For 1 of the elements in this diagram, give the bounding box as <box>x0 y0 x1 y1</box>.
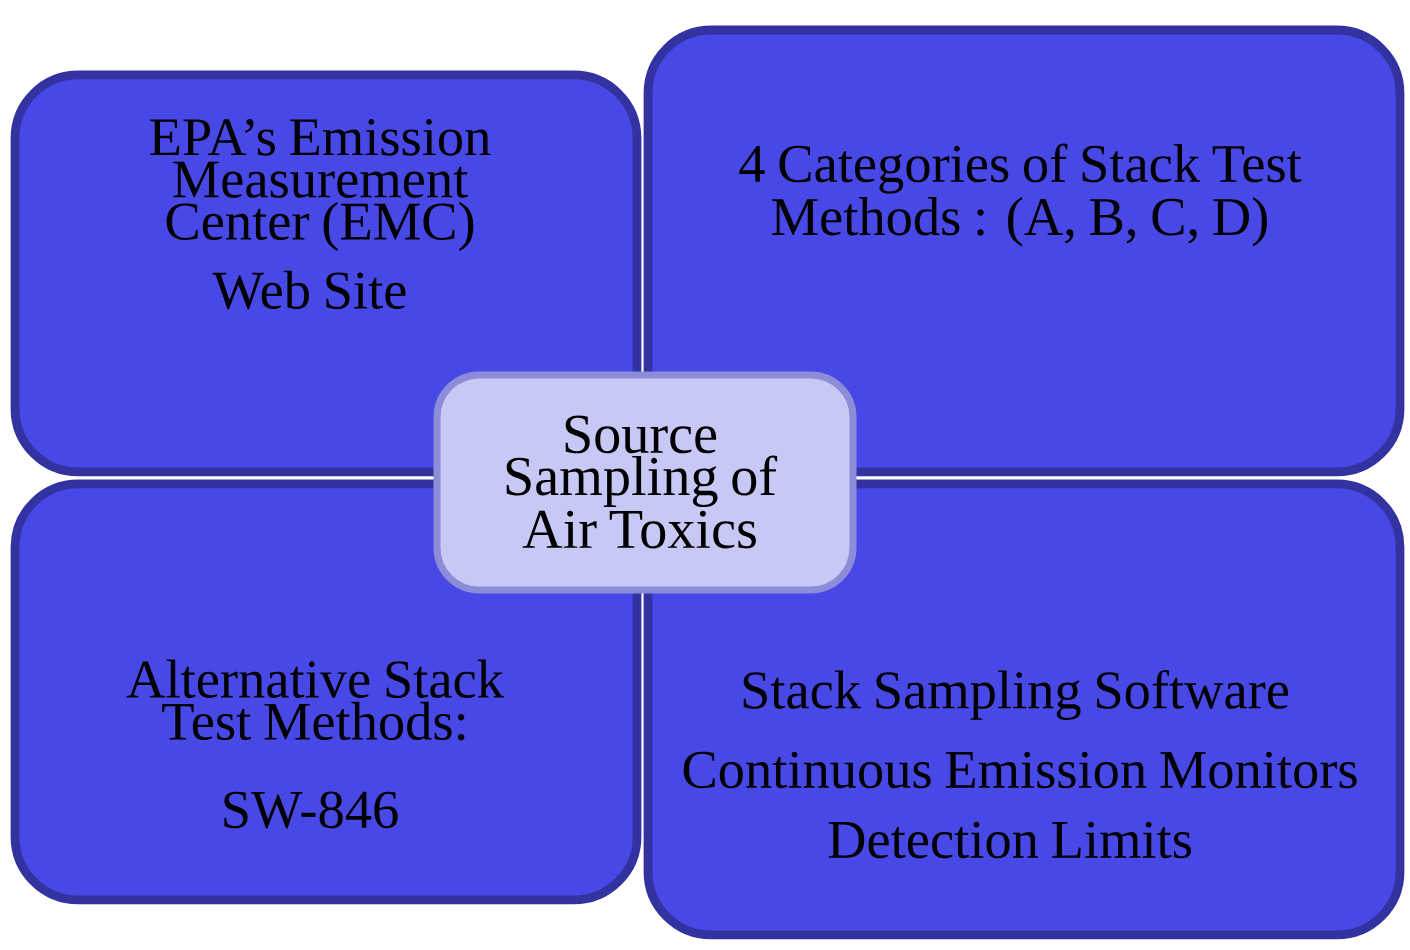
center-box: Source Sampling of Air Toxics <box>433 371 857 594</box>
